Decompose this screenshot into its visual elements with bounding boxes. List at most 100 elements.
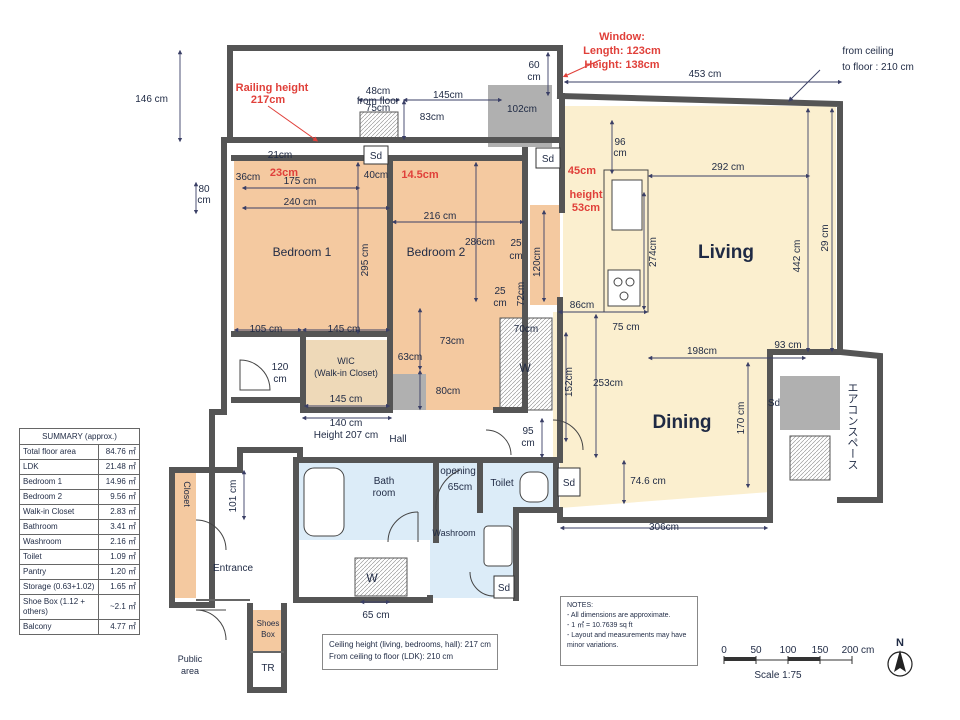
toilet-bowl	[519, 471, 549, 503]
dim-102: 102cm	[507, 104, 537, 115]
dim-63: 63cm	[398, 352, 422, 363]
sd-label-4: Sd	[498, 583, 510, 594]
room-label-wic-1: WIC	[337, 356, 355, 366]
scale-tick-150: 150	[812, 645, 829, 656]
notes-title: NOTES:	[567, 602, 594, 609]
dim-window-2: Length: 123cm	[583, 45, 661, 57]
wic-area	[303, 340, 390, 410]
dimension-lines	[177, 49, 843, 605]
dim-80-a: 80	[198, 184, 210, 195]
dim-height207: Height 207 cm	[314, 430, 378, 441]
dim-window-3: Height: 138cm	[584, 59, 659, 71]
dim-45: 45cm	[568, 165, 596, 177]
scale-label: Scale 1:75	[754, 670, 802, 681]
summary-row-label: Storage (0.63+1.02)	[19, 579, 99, 595]
room-label-public-2: area	[181, 666, 199, 676]
storage-2	[488, 85, 552, 147]
summary-row: Shoe Box (1.12 + others)~2.1 ㎡	[19, 594, 140, 620]
summary-row-value: 84.76 ㎡	[98, 444, 140, 460]
room-label-washroom: Washroom	[432, 528, 475, 538]
dim-70: 70cm	[514, 324, 538, 335]
summary-row-label: Bedroom 1	[19, 474, 99, 490]
room-label-hall: Hall	[389, 434, 406, 445]
dim-146: 146 cm	[135, 94, 168, 105]
stove	[607, 269, 641, 307]
dim-175: 175 cm	[284, 176, 317, 187]
dim-74-6: 74.6 cm	[630, 476, 666, 487]
dimension-texts: 146 cm 453 cm from ceiling to floor : 21…	[135, 31, 914, 621]
room-label-living: Living	[698, 242, 754, 263]
summary-row-label: Toilet	[19, 549, 99, 565]
dim-453: 453 cm	[689, 69, 722, 80]
dim-86: 86cm	[570, 300, 594, 311]
dim-25-b: cm	[509, 251, 522, 262]
dim-railing-2: 217cm	[251, 94, 285, 106]
dim-25-a: 25	[510, 238, 522, 249]
scale-tick-0: 0	[721, 645, 727, 656]
dim-286: 286cm	[465, 237, 495, 248]
dim-274: 274cm	[648, 237, 659, 267]
room-fills	[172, 85, 840, 652]
dim-83: 83cm	[420, 112, 444, 123]
dim-73: 73cm	[440, 336, 464, 347]
dim-from-floor-2: 75cm	[366, 103, 390, 114]
summary-header: SUMMARY (approx.)	[19, 428, 140, 445]
north-compass: N	[887, 637, 913, 677]
wash-basin	[483, 525, 513, 567]
summary-row-value: 2.83 ㎡	[98, 504, 140, 520]
dim-93: 93 cm	[774, 340, 801, 351]
dim-36: 36cm	[236, 172, 260, 183]
dim-95-a: 95	[522, 426, 534, 437]
dim-60-a: 60	[528, 60, 540, 71]
bedroom1-lower	[234, 334, 302, 400]
shoesbox-area	[252, 610, 284, 652]
notes-line-2: - 1 ㎡ = 10.7639 sq ft	[567, 622, 633, 629]
summary-row: Storage (0.63+1.02)1.65 ㎡	[19, 579, 140, 595]
dim-105: 105 cm	[250, 324, 283, 335]
dim-height53-1: height	[570, 189, 603, 201]
shower-w-label-1: W	[519, 361, 531, 375]
dim-96-a: 96	[614, 137, 626, 148]
room-label-closet: Closet	[182, 481, 192, 507]
scale-tick-200: 200 cm	[842, 645, 875, 656]
notes-line-1: - All dimensions are approximate.	[567, 612, 671, 619]
room-label-shoes-2: Box	[261, 630, 275, 639]
summary-row-value: 1.20 ㎡	[98, 564, 140, 580]
room-label-dining: Dining	[652, 412, 711, 433]
room-label-bath-2: room	[373, 488, 396, 499]
dim-442: 442 cm	[792, 240, 803, 273]
dim-120a: 120cm	[532, 247, 543, 277]
storage-3	[780, 376, 840, 430]
dim-height53-2: 53cm	[572, 202, 600, 214]
sd-label-2: Sd	[542, 154, 554, 165]
summary-row-value: 9.56 ㎡	[98, 489, 140, 505]
compass-label: N	[896, 637, 904, 649]
shower-hatch-2	[354, 557, 408, 597]
summary-row-value: 1.65 ㎡	[98, 579, 140, 595]
summary-row-label: LDK	[19, 459, 99, 475]
dim-80c: 80cm	[436, 386, 460, 397]
notes-line-3: - Layout and measurements may have	[567, 632, 687, 639]
dim-101: 101 cm	[228, 480, 239, 513]
summary-row-label: Shoe Box (1.12 + others)	[19, 594, 99, 620]
summary-row-value: 21.48 ㎡	[98, 459, 140, 475]
room-label-bedroom1: Bedroom 1	[273, 245, 332, 259]
dim-opening-2: 65cm	[448, 482, 472, 493]
room-label-aircon: エアコンスペース	[846, 382, 859, 470]
dim-72: 72cm	[516, 282, 527, 306]
bathtub	[303, 467, 345, 537]
notes-box: NOTES: - All dimensions are approximate.…	[560, 596, 698, 666]
dim-96-b: cm	[613, 148, 626, 159]
scale-bar: 0 50 100 150 200 cm Scale 1:75	[721, 645, 874, 681]
dim-253: 253cm	[593, 378, 623, 389]
summary-row-label: Bedroom 2	[19, 489, 99, 505]
dim-216: 216 cm	[424, 211, 457, 222]
dim-65: 65 cm	[362, 610, 389, 621]
dim-14-5: 14.5cm	[401, 169, 439, 181]
